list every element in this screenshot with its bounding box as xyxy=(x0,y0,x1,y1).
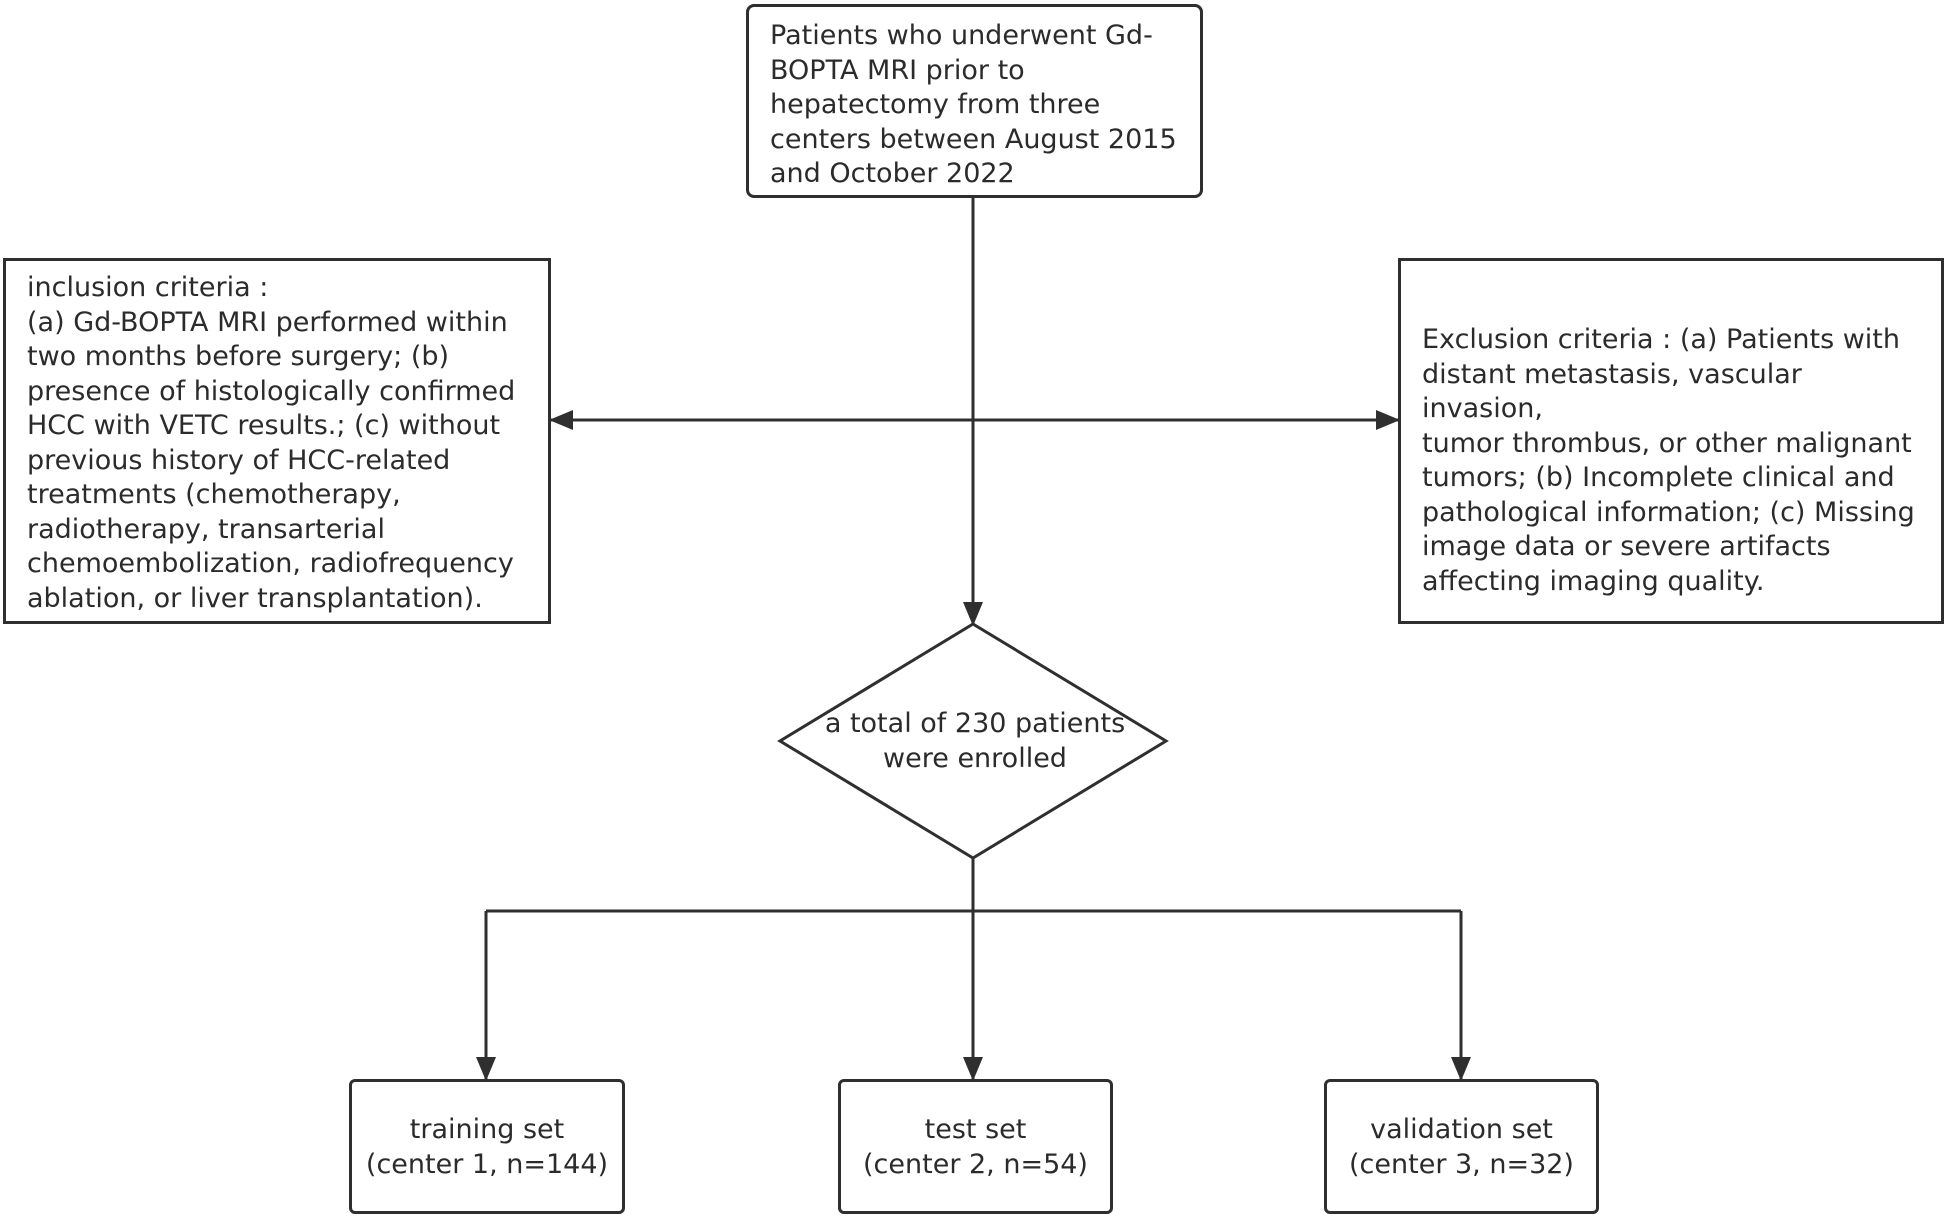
exclusion-line: affecting imaging quality. xyxy=(1422,565,1765,597)
validation-set-title: validation set xyxy=(1370,1113,1553,1145)
inclusion-line: HCC with VETC results.; (c) without xyxy=(27,410,501,441)
inclusion-line: chemoembolization, radiofrequency xyxy=(27,548,514,579)
exclusion-line: pathological information; (c) Missing xyxy=(1422,496,1915,528)
test-set-box: test set (center 2, n=54) xyxy=(838,1079,1113,1214)
enrolled-line: a total of 230 patients xyxy=(824,708,1126,739)
exclusion-line: Exclusion criteria : (a) Patients with xyxy=(1422,324,1900,355)
inclusion-line: (a) Gd-BOPTA MRI performed within xyxy=(27,306,508,338)
source-line: and October 2022 xyxy=(770,158,1015,189)
exclusion-line: tumor thrombus, or other malignant xyxy=(1422,427,1912,459)
test-set-detail: (center 2, n=54) xyxy=(863,1148,1088,1180)
inclusion-heading: inclusion criteria : xyxy=(27,272,269,303)
inclusion-line: treatments (chemotherapy, xyxy=(27,479,401,510)
inclusion-criteria-box: inclusion criteria : (a) Gd-BOPTA MRI pe… xyxy=(3,258,551,624)
source-line: hepatectomy from three xyxy=(770,89,1101,120)
source-line: Patients who underwent Gd- xyxy=(770,20,1153,51)
validation-set-detail: (center 3, n=32) xyxy=(1349,1148,1574,1180)
test-set-title: test set xyxy=(924,1113,1027,1145)
inclusion-line: presence of histologically confirmed xyxy=(27,375,516,407)
enrolled-line: were enrolled xyxy=(883,743,1067,774)
inclusion-line: two months before surgery; (b) xyxy=(27,341,450,372)
validation-set-box: validation set (center 3, n=32) xyxy=(1324,1079,1599,1214)
exclusion-line: tumors; (b) Incomplete clinical and xyxy=(1422,462,1895,493)
source-line: BOPTA MRI prior to xyxy=(770,54,1025,86)
inclusion-line: ablation, or liver transplantation). xyxy=(27,582,483,614)
exclusion-line: distant metastasis, vascular invasion, xyxy=(1422,358,1802,425)
source-population-box: Patients who underwent Gd- BOPTA MRI pri… xyxy=(746,4,1203,198)
enrolled-decision-label: a total of 230 patients were enrolled xyxy=(780,706,1170,776)
exclusion-line: image data or severe artifacts xyxy=(1422,531,1831,562)
source-line: centers between August 2015 xyxy=(770,123,1177,155)
inclusion-line: previous history of HCC-related xyxy=(27,444,451,476)
training-set-detail: (center 1, n=144) xyxy=(365,1148,609,1180)
exclusion-criteria-box: Exclusion criteria : (a) Patients with d… xyxy=(1398,258,1944,624)
inclusion-line: radiotherapy, transarterial xyxy=(27,513,385,545)
training-set-box: training set (center 1, n=144) xyxy=(349,1079,625,1214)
training-set-title: training set xyxy=(409,1113,565,1145)
